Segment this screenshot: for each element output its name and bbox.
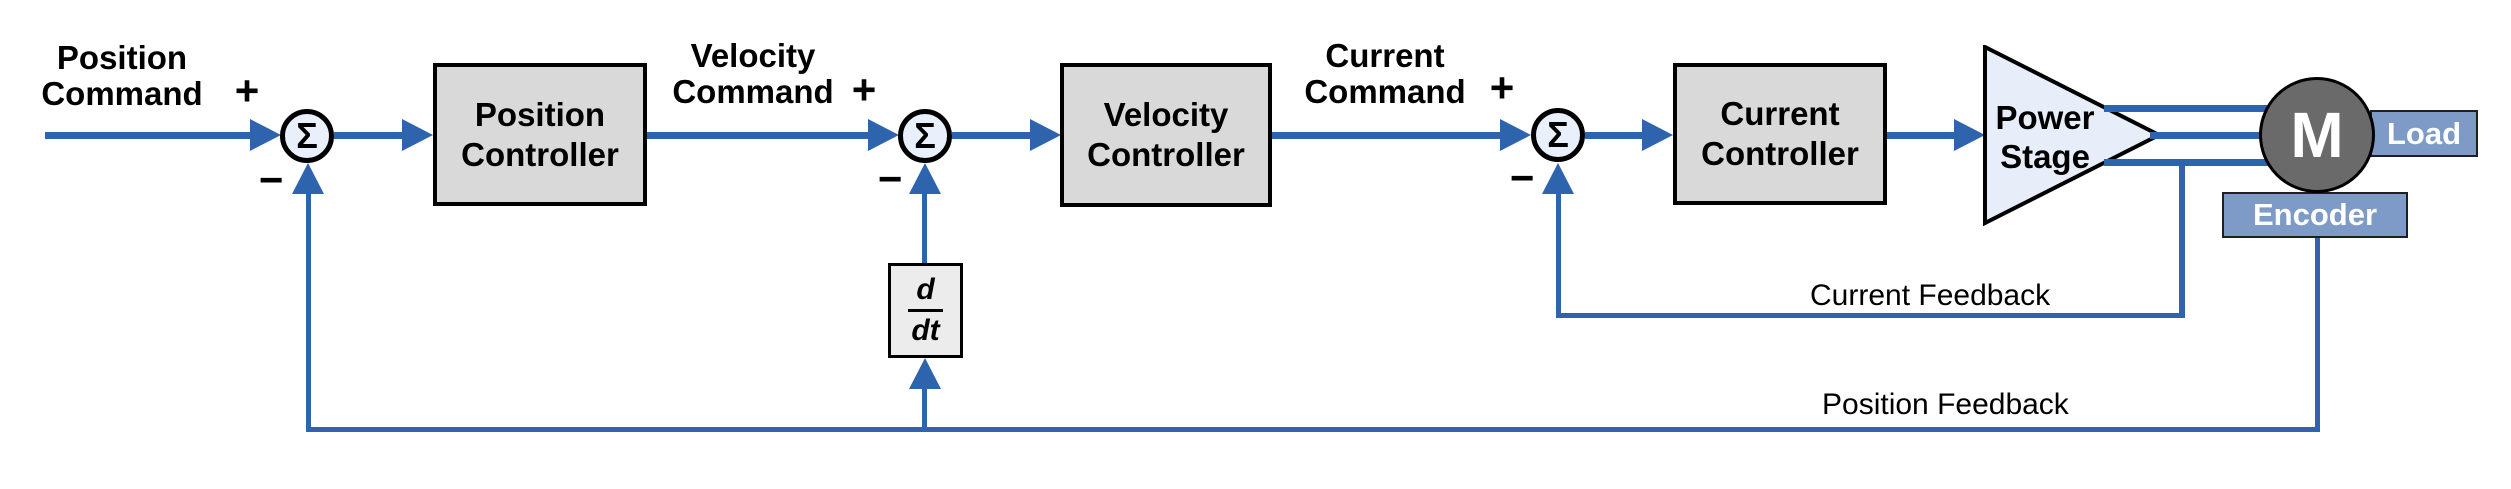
- position-error-line: [334, 132, 402, 139]
- velocity-sum-minus-sign: −: [877, 155, 903, 202]
- current-summing-junction: Σ: [1531, 108, 1585, 162]
- velocity-sum-plus-sign: +: [851, 66, 877, 113]
- position-controller-line2: Controller: [461, 135, 619, 173]
- arrowhead-into-derivative: [909, 358, 941, 389]
- arrowhead-into-velocity-sum: [868, 119, 899, 151]
- derivative-denominator: dt: [911, 314, 940, 347]
- current-controller-line2: Controller: [1701, 135, 1859, 172]
- arrowhead-velocity-feedback: [909, 163, 941, 194]
- position-summing-junction: Σ: [280, 109, 334, 163]
- velocity-summing-junction: Σ: [898, 109, 952, 163]
- current-controller-line1: Current: [1720, 95, 1840, 132]
- arrowhead-into-current-controller: [1642, 119, 1673, 151]
- velocity-command-label: Velocity Command: [646, 38, 860, 110]
- arrowhead-position-feedback: [292, 163, 324, 194]
- arrowhead-into-position-controller: [402, 119, 433, 151]
- position-controller-line1: Position: [474, 95, 606, 133]
- power-stage-line2: Stage: [2000, 138, 2090, 175]
- sigma-symbol: Σ: [296, 115, 318, 156]
- current-error-line: [1585, 132, 1642, 139]
- current-feedback-horizontal-line: [1556, 313, 2185, 318]
- arrowhead-into-position-sum: [250, 119, 281, 151]
- position-feedback-up-line: [306, 192, 311, 427]
- current-command-line: [1272, 132, 1500, 139]
- current-sum-plus-sign: +: [1489, 64, 1515, 111]
- sigma-symbol: Σ: [914, 115, 936, 156]
- motor-label: M: [2290, 99, 2344, 171]
- velocity-command-line2: Command: [672, 73, 834, 110]
- sigma-symbol: Σ: [1547, 114, 1569, 155]
- position-sum-minus-sign: −: [258, 156, 284, 203]
- current-feedback-tap-line: [2179, 159, 2185, 318]
- position-sum-plus-sign: +: [234, 67, 260, 114]
- load-label: Load: [2386, 115, 2462, 151]
- power-phase-line-middle: [2150, 132, 2274, 139]
- derivative-numerator: d: [908, 273, 943, 312]
- velocity-feedback-line: [922, 190, 927, 263]
- power-stage-triangle: [1983, 45, 2163, 227]
- position-feedback-label: Position Feedback: [1822, 388, 2069, 421]
- position-feedback-horizontal-line: [306, 427, 2320, 432]
- velocity-controller-block: Velocity Controller: [1060, 63, 1272, 207]
- current-sum-minus-sign: −: [1509, 154, 1535, 201]
- encoder-label: Encoder: [2252, 197, 2378, 232]
- arrowhead-into-velocity-controller: [1030, 119, 1061, 151]
- power-stage-label: Power Stage: [1993, 98, 2097, 176]
- position-command-line1: Position: [56, 39, 188, 76]
- encoder-box: Encoder: [2222, 192, 2408, 238]
- position-feedback-down-line: [2315, 238, 2320, 432]
- velocity-command-line: [647, 132, 868, 139]
- current-command-label: Current Command: [1278, 38, 1492, 110]
- velocity-command-line1: Velocity: [690, 37, 816, 74]
- velocity-controller-line2: Controller: [1087, 136, 1245, 173]
- arrowhead-into-power-stage: [1954, 119, 1985, 151]
- arrowhead-into-current-sum: [1500, 119, 1531, 151]
- arrowhead-current-feedback: [1542, 163, 1574, 194]
- current-feedback-vertical-line: [1556, 192, 1561, 318]
- power-stage-line1: Power: [1995, 99, 2095, 136]
- derivative-block: d dt: [888, 263, 963, 358]
- position-command-line2: Command: [41, 75, 203, 112]
- current-feedback-label: Current Feedback: [1810, 279, 2051, 312]
- position-command-label: Position Command: [15, 40, 229, 112]
- derivative-fraction: d dt: [908, 273, 943, 348]
- position-controller-block: Position Controller: [433, 63, 647, 206]
- motor-circle: M: [2259, 77, 2375, 193]
- velocity-controller-line1: Velocity: [1103, 96, 1229, 133]
- current-command-line2: Command: [1304, 73, 1466, 110]
- velocity-error-line: [952, 132, 1030, 139]
- power-phase-line-top: [2104, 105, 2274, 112]
- position-command-line: [45, 132, 250, 139]
- current-command-line1: Current: [1325, 37, 1445, 74]
- load-box: Load: [2370, 110, 2478, 157]
- current-controller-block: Current Controller: [1673, 63, 1887, 205]
- derivative-branch-line: [922, 388, 927, 427]
- controller-to-power-line: [1887, 132, 1954, 139]
- power-phase-line-bottom: [2104, 159, 2274, 166]
